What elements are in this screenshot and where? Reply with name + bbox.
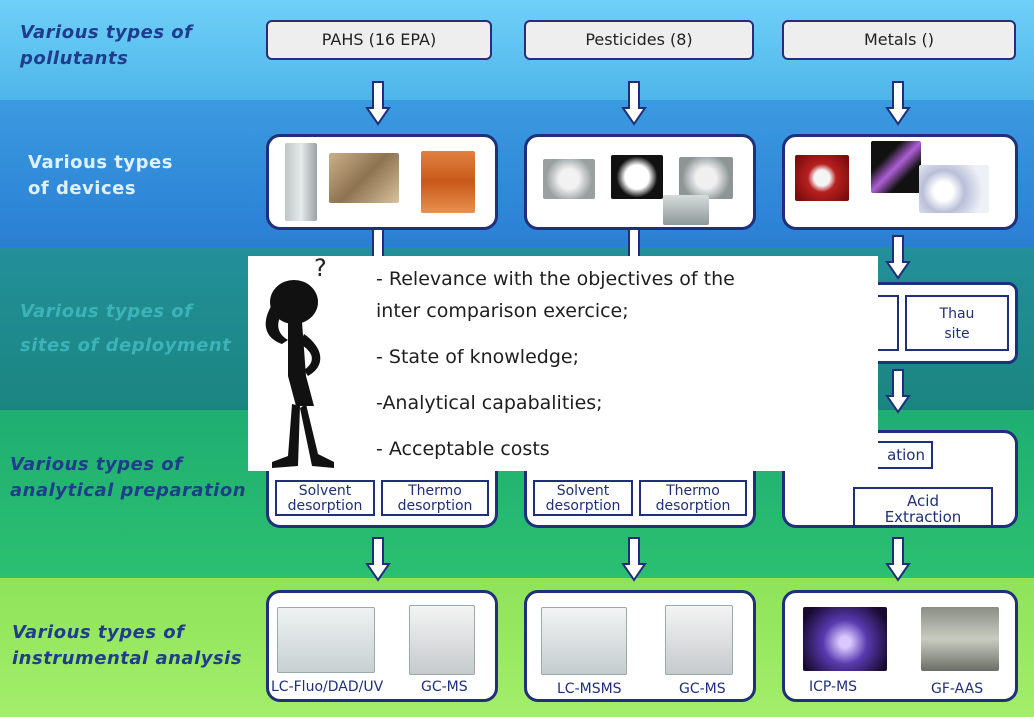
instrument-image-lcmsms bbox=[541, 607, 627, 675]
thinking-person-icon: ? bbox=[265, 256, 334, 468]
device-image-5 bbox=[611, 155, 663, 199]
instrument-label-lc-fluo: LC-Fluo/DAD/UV bbox=[271, 679, 384, 695]
arrow-metals-2 bbox=[886, 235, 910, 279]
pollutant-metals: Metals () bbox=[782, 20, 1016, 60]
device-image-8 bbox=[795, 155, 849, 201]
popup-line-5: - Acceptable costs bbox=[376, 438, 550, 460]
devices-metals bbox=[782, 134, 1018, 230]
device-image-7 bbox=[663, 195, 709, 225]
arrow-pest-1 bbox=[622, 81, 646, 125]
instrument-image-gcms-1 bbox=[409, 605, 475, 675]
instrument-label-lcmsms: LC-MSMS bbox=[557, 681, 622, 697]
popup-line-3: - State of knowledge; bbox=[376, 346, 579, 368]
devices-pesticides bbox=[524, 134, 756, 230]
devices-pahs bbox=[266, 134, 498, 230]
popup-line-2: inter comparison exercice; bbox=[376, 300, 629, 322]
instruments-metals: ICP-MS GF-AAS bbox=[782, 590, 1018, 702]
popup-line-4: -Analytical capabalities; bbox=[376, 392, 603, 414]
instrument-image-lc-fluo bbox=[277, 607, 375, 673]
device-image-3 bbox=[421, 151, 475, 213]
instrument-image-gcms-2 bbox=[665, 605, 733, 675]
arrow-metals-3 bbox=[886, 369, 910, 413]
pollutant-pesticides: Pesticides (8) bbox=[524, 20, 754, 60]
popup-line-1: - Relevance with the objectives of the bbox=[376, 268, 735, 290]
instruments-pesticides: LC-MSMS GC-MS bbox=[524, 590, 756, 702]
arrow-pahs-1 bbox=[366, 81, 390, 125]
instrument-image-icpms bbox=[803, 607, 887, 671]
pollutant-pahs: PAHS (16 EPA) bbox=[266, 20, 492, 60]
arrow-pahs-4 bbox=[366, 537, 390, 581]
device-image-6 bbox=[679, 157, 733, 199]
arrow-metals-1 bbox=[886, 81, 910, 125]
device-image-1 bbox=[285, 143, 317, 221]
instrument-label-gcms-2: GC-MS bbox=[679, 681, 726, 697]
arrow-pest-4 bbox=[622, 537, 646, 581]
instrument-label-gcms-1: GC-MS bbox=[421, 679, 468, 695]
instruments-pahs: LC-Fluo/DAD/UV GC-MS bbox=[266, 590, 498, 702]
arrow-metals-4 bbox=[886, 537, 910, 581]
svg-text:?: ? bbox=[314, 256, 327, 282]
criteria-popup: ? - Relevance with the objectives of the… bbox=[248, 256, 878, 471]
instrument-label-icpms: ICP-MS bbox=[809, 679, 858, 695]
device-image-10 bbox=[919, 165, 989, 213]
device-image-4 bbox=[543, 159, 595, 199]
device-image-2 bbox=[329, 153, 399, 203]
instrument-image-gfaas bbox=[921, 607, 999, 671]
instrument-label-gfaas: GF-AAS bbox=[931, 681, 984, 697]
device-image-9 bbox=[871, 141, 921, 193]
